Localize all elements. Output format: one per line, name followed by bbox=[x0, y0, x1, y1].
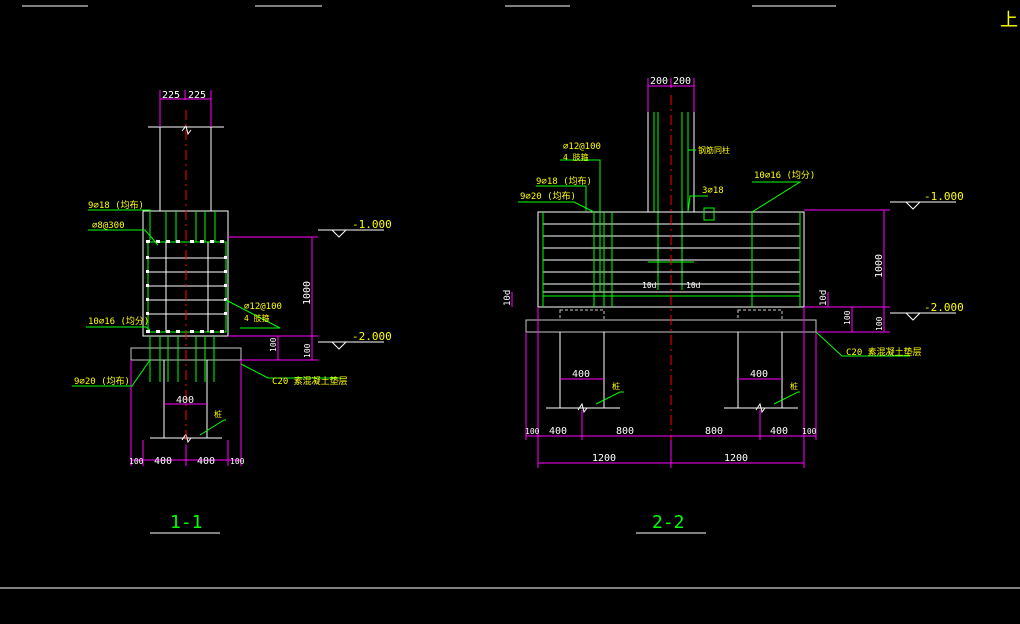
s2-label-small-bar: 3⌀18 bbox=[702, 186, 724, 196]
s2-height-dim: 1000 bbox=[874, 254, 885, 278]
s2-side-dim-left: 10d bbox=[503, 290, 513, 306]
s2-dim-800-right: 800 bbox=[705, 426, 723, 437]
s1-top-dim-right: 225 bbox=[188, 90, 206, 101]
s1-bottom-dims bbox=[130, 360, 242, 466]
s1-label-top-bar: 9⌀18 (均布) bbox=[88, 199, 144, 211]
s1-label-bottom-bar: 9⌀20 (均布) bbox=[74, 375, 130, 387]
s2-dim-800-left: 800 bbox=[616, 426, 634, 437]
s2-label-column-bar: 钢筋同柱 bbox=[698, 145, 730, 155]
top-partial-frames bbox=[0, 5, 1020, 589]
s2-small-dim-a: 100 bbox=[843, 310, 852, 325]
s1-title: 1-1 bbox=[170, 512, 203, 533]
s2-label-bottom-bar: 9⌀20 (均布) bbox=[520, 190, 576, 202]
s2-side-dim-right: 10d bbox=[819, 290, 829, 306]
s2-inner-dim-left: 10d bbox=[642, 281, 657, 290]
s2-dim-100-right: 100 bbox=[802, 427, 817, 436]
s2-dim-400-left: 400 bbox=[549, 426, 567, 437]
s1-bottom-bars bbox=[149, 336, 215, 382]
s2-level-bottom: -2.000 bbox=[924, 301, 964, 314]
s1-label-tie-sub: 4 肢箍 bbox=[244, 313, 270, 323]
s2-title: 2-2 bbox=[652, 512, 685, 533]
s2-total-dim-right: 1200 bbox=[724, 453, 748, 464]
s2-small-dim-b: 100 bbox=[875, 316, 884, 331]
s2-cap-outline bbox=[537, 211, 805, 308]
s2-dim-100-left: 100 bbox=[525, 427, 540, 436]
s1-small-dim-b: 100 bbox=[303, 343, 312, 358]
s2-pile-right bbox=[724, 309, 798, 414]
s1-dim-400-right: 400 bbox=[197, 456, 215, 467]
s1-dim-100-right: 100 bbox=[230, 457, 245, 466]
s1-height-dims bbox=[228, 236, 318, 361]
s1-label-stirrup: ⌀8@300 bbox=[92, 221, 125, 231]
s1-label-side-bar: 10⌀16 (均分) bbox=[88, 315, 149, 327]
s1-level-top: -1.000 bbox=[352, 218, 392, 231]
s2-label-right-bar: 10⌀16 (均分) bbox=[754, 169, 815, 181]
s2-dim-400-right: 400 bbox=[770, 426, 788, 437]
s2-leaders bbox=[518, 149, 910, 405]
corner-glyph: 上 bbox=[1000, 10, 1018, 31]
s2-top-dims bbox=[647, 78, 695, 112]
s2-pile-dim-right: 400 bbox=[750, 369, 768, 380]
section-2-2: 200 200 bbox=[503, 76, 964, 534]
s1-level-bottom: -2.000 bbox=[352, 330, 392, 343]
s1-rebar-grid bbox=[148, 242, 226, 332]
s2-label-pile-left: 桩 bbox=[612, 381, 620, 391]
s2-inner-dim-right: 10d bbox=[686, 281, 701, 290]
s2-pile-dim-left: 400 bbox=[572, 369, 590, 380]
s2-level-marks bbox=[890, 201, 956, 321]
s1-level-marks bbox=[318, 229, 384, 350]
s1-rebar-dots bbox=[146, 240, 227, 333]
s2-level-top: -1.000 bbox=[924, 190, 964, 203]
s1-label-pile: 桩 bbox=[214, 409, 222, 419]
s1-column-bars bbox=[165, 211, 216, 242]
s2-total-dim-left: 1200 bbox=[592, 453, 616, 464]
section-1-1: 225 225 bbox=[72, 90, 392, 534]
s1-small-dim-a: 100 bbox=[269, 337, 278, 352]
s1-leaders bbox=[72, 209, 340, 436]
s2-label-pile-right: 桩 bbox=[790, 381, 798, 391]
s1-top-dims bbox=[159, 90, 212, 127]
s1-dim-100-left: 100 bbox=[129, 457, 144, 466]
s2-label-tie: ⌀12@100 bbox=[563, 142, 601, 152]
s2-label-top-bar: 9⌀18 (均布) bbox=[536, 175, 592, 187]
s2-label-tie-sub: 4 肢箍 bbox=[563, 152, 589, 162]
s2-label-cushion: C20 素混凝土垫层 bbox=[846, 346, 922, 358]
s2-bottom-dims bbox=[525, 307, 817, 468]
s2-column bbox=[647, 112, 695, 212]
s2-height-dims bbox=[511, 209, 890, 333]
s2-pile-left bbox=[546, 309, 620, 414]
s1-pile-dim: 400 bbox=[176, 395, 194, 406]
s2-top-dim-right: 200 bbox=[673, 76, 691, 87]
s1-height-dim: 1000 bbox=[302, 281, 313, 305]
s1-label-tie: ⌀12@100 bbox=[244, 302, 282, 312]
s1-top-dim-left: 225 bbox=[162, 90, 180, 101]
s1-label-cushion: C20 素混凝土垫层 bbox=[272, 375, 348, 387]
s2-top-dim-left: 200 bbox=[650, 76, 668, 87]
s1-dim-400-left: 400 bbox=[154, 456, 172, 467]
